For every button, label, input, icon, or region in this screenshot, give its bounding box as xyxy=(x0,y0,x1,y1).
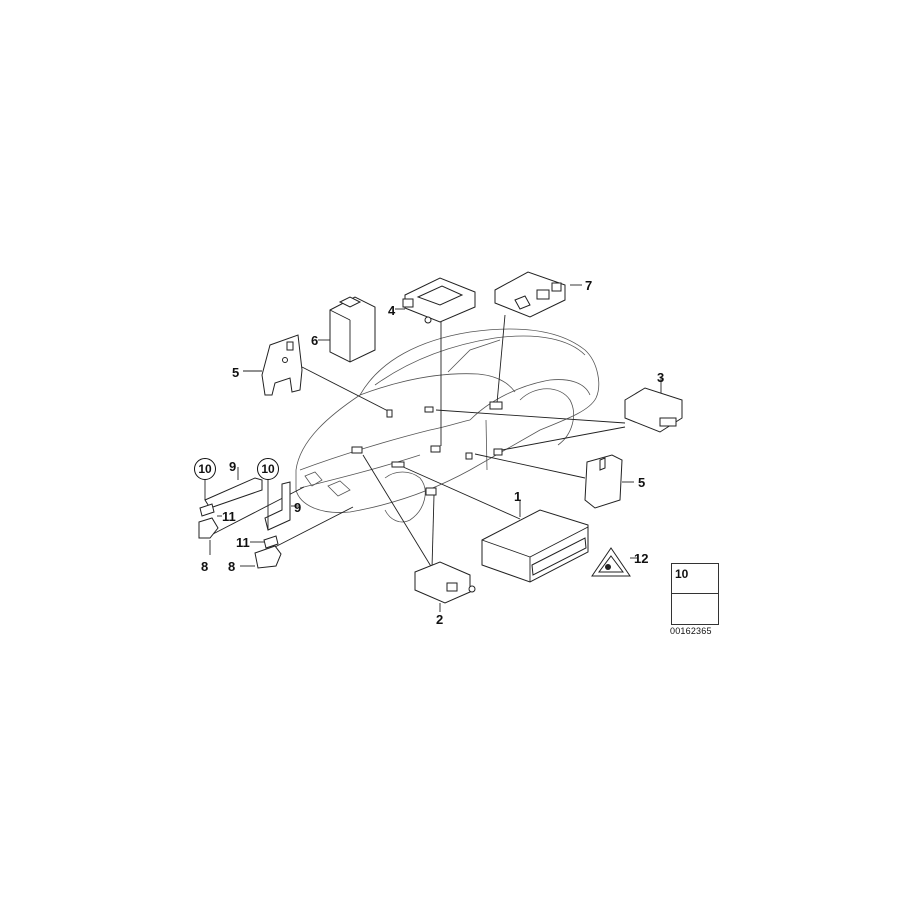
part-7-control-unit xyxy=(494,271,582,318)
callout-3: 3 xyxy=(657,370,665,385)
part-5-bracket-right xyxy=(584,454,634,509)
reference-part-number: 10 xyxy=(675,567,689,581)
callout-8-left: 8 xyxy=(201,559,209,574)
circled-callout-10-left: 10 xyxy=(194,458,216,480)
callout-6: 6 xyxy=(311,333,319,348)
callout-8-right: 8 xyxy=(228,559,236,574)
callout-11-right: 11 xyxy=(236,535,250,550)
part-6-control-unit xyxy=(318,296,376,363)
car-mounted-sensors xyxy=(351,401,503,496)
callout-9-right: 9 xyxy=(294,500,302,515)
part-5-bracket-left xyxy=(243,334,303,396)
part-4-airbag-module xyxy=(395,277,476,324)
callout-7: 7 xyxy=(585,278,593,293)
part-12-warning-label xyxy=(591,547,638,577)
car-outline xyxy=(295,328,600,523)
circled-callout-10-right: 10 xyxy=(257,458,279,480)
part-3-module xyxy=(624,378,683,433)
callout-12: 12 xyxy=(634,551,649,566)
callout-4: 4 xyxy=(388,303,396,318)
reference-box: 10 xyxy=(671,563,719,625)
callout-2: 2 xyxy=(436,612,444,627)
document-id: 00162365 xyxy=(670,626,712,636)
callout-11-left: 11 xyxy=(222,509,236,524)
part-1-main-control-unit xyxy=(481,509,589,583)
callout-1: 1 xyxy=(514,489,522,504)
part-2-sensor-module xyxy=(414,561,476,612)
callout-9-left: 9 xyxy=(229,459,237,474)
callout-5-right: 5 xyxy=(638,475,646,490)
reference-box-top: 10 xyxy=(672,564,718,594)
crash-sensor-assemblies xyxy=(198,467,300,569)
callout-5-left: 5 xyxy=(232,365,240,380)
